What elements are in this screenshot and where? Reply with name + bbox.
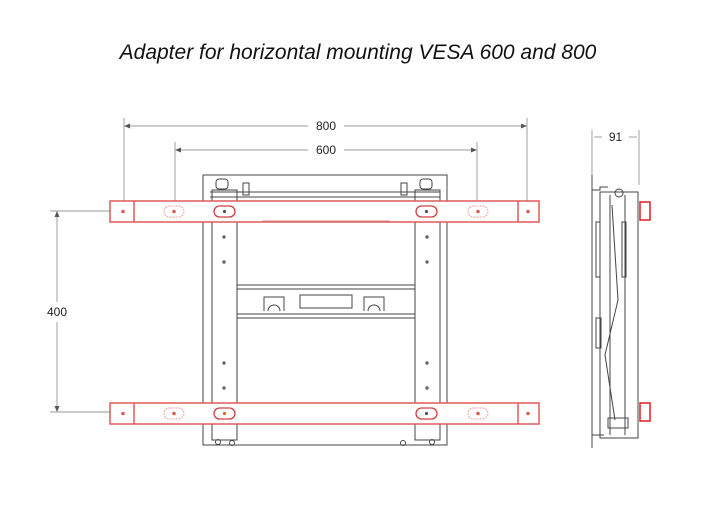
vesa-600-slot [467,407,489,420]
dimension-label-800: 800 [316,119,336,133]
mount-slot [213,205,236,218]
hook-slot-left [263,296,285,312]
side-linkage [604,204,619,421]
hook-slot-right [363,296,385,312]
rod-clamp-left [242,182,250,196]
mounting-rail-bottom [109,402,540,425]
side-knob [614,188,624,198]
side-slot [595,317,602,349]
dimension-600: 600 [174,142,478,205]
vesa-600-slot [467,205,489,218]
bottom-feet [215,439,435,446]
side-body [599,191,639,439]
mounting-rail-top [109,200,540,223]
mount-screw [222,411,227,416]
mount-slot [415,407,438,420]
adapter-side-view: 91 [591,130,651,448]
dimension-label-600: 600 [316,143,336,157]
rail-marker-top [639,201,651,221]
mount-screw [424,209,429,214]
rail-end-holes [121,209,530,214]
side-slot [621,221,627,278]
diagram-title: Adapter for horizontal mounting VESA 600… [118,41,597,64]
vesa-600-slot [163,407,185,420]
rod-clamp-right [400,182,408,196]
side-bracket [607,417,629,429]
dimension-400: 400 [47,210,115,413]
vesa-600-slot [163,205,185,218]
outer-frame [202,174,448,446]
dimension-800: 800 [123,118,528,205]
rail-end-holes [121,411,530,416]
mount-screw [424,411,429,416]
rail-marker-bottom [639,402,651,422]
center-slot [299,294,353,309]
side-slot [595,221,601,278]
knob-left [215,178,229,190]
knob-right [419,178,433,190]
cross-bar [236,284,416,319]
dimension-label-400: 400 [47,305,67,319]
bar-screw-holes [222,235,429,390]
adapter-front-view [202,174,448,446]
mount-slot [415,205,438,218]
mount-slot [213,407,236,420]
dimension-label-91: 91 [609,130,623,144]
mount-screw [222,209,227,214]
